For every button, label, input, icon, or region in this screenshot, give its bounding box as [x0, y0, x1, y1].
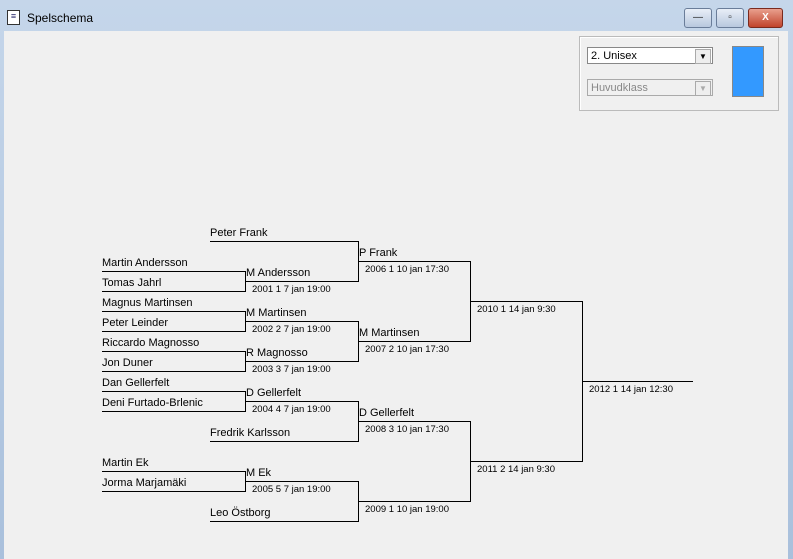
- bracket-line: [358, 501, 470, 502]
- color-swatch[interactable]: [732, 46, 764, 97]
- match-winner: D Gellerfelt: [359, 407, 415, 419]
- minimize-button[interactable]: —: [684, 8, 712, 28]
- bracket-line: [102, 271, 245, 272]
- player-name: Martin Ek: [102, 457, 149, 469]
- bracket-line: [102, 391, 245, 392]
- bracket-line: [210, 441, 358, 442]
- match-winner: M Martinsen: [359, 327, 420, 339]
- bracket-line: [102, 311, 245, 312]
- class-select-value: 2. Unisex: [591, 50, 637, 62]
- bracket-line: [102, 411, 245, 412]
- bracket-line: [245, 361, 358, 362]
- match-info: 2011 2 14 jan 9:30: [477, 464, 556, 475]
- filter-panel: [579, 36, 779, 111]
- subclass-select: Huvudklass ▼: [587, 79, 713, 96]
- player-name: Riccardo Magnosso: [102, 337, 200, 349]
- bracket-line: [102, 291, 245, 292]
- bracket-line: [470, 461, 582, 462]
- bracket-line: [102, 471, 245, 472]
- player-name: Magnus Martinsen: [102, 297, 193, 309]
- match-winner: M Martinsen: [246, 307, 307, 319]
- match-info: 2003 3 7 jan 19:00: [252, 364, 331, 375]
- close-button[interactable]: X: [748, 8, 783, 28]
- player-name: Jorma Marjamäki: [102, 477, 187, 489]
- player-name: Peter Leinder: [102, 317, 169, 329]
- bracket-line: [245, 401, 358, 402]
- match-info: 2008 3 10 jan 17:30: [365, 424, 449, 435]
- match-info: 2004 4 7 jan 19:00: [252, 404, 331, 415]
- class-select[interactable]: 2. Unisex ▼: [587, 47, 713, 64]
- bracket-line: [358, 421, 470, 422]
- bracket-line: [582, 381, 693, 382]
- match-info: 2006 1 10 jan 17:30: [365, 264, 449, 275]
- bracket-line: [245, 321, 358, 322]
- match-winner: M Andersson: [246, 267, 311, 279]
- bracket-line: [102, 351, 245, 352]
- match-info: 2010 1 14 jan 9:30: [477, 304, 556, 315]
- player-name: Martin Andersson: [102, 257, 188, 269]
- match-info: 2005 5 7 jan 19:00: [252, 484, 331, 495]
- bracket-line: [245, 281, 358, 282]
- player-name: Fredrik Karlsson: [210, 427, 291, 439]
- subclass-select-value: Huvudklass: [591, 82, 648, 94]
- title-bar: ≡ Spelschema — ▫ X: [0, 0, 793, 30]
- chevron-down-icon: ▼: [695, 81, 711, 96]
- player-name: Deni Furtado-Brlenic: [102, 397, 203, 409]
- bracket-line: [210, 241, 358, 242]
- bracket-line: [102, 491, 245, 492]
- bracket-line: [358, 341, 470, 342]
- bracket-line: [102, 371, 245, 372]
- bracket-line: [470, 301, 582, 302]
- maximize-button[interactable]: ▫: [716, 8, 744, 28]
- player-name: Jon Duner: [102, 357, 153, 369]
- player-name: Peter Frank: [210, 227, 268, 239]
- player-name: Leo Östborg: [210, 507, 271, 519]
- bracket-line: [358, 261, 470, 262]
- match-info: 2009 1 10 jan 19:00: [365, 504, 449, 515]
- document-icon: ≡: [7, 10, 20, 25]
- match-winner: R Magnosso: [246, 347, 308, 359]
- bracket-line: [102, 331, 245, 332]
- player-name: Dan Gellerfelt: [102, 377, 170, 389]
- match-winner: P Frank: [359, 247, 398, 259]
- match-info: 2001 1 7 jan 19:00: [252, 284, 331, 295]
- window-title: Spelschema: [27, 11, 94, 25]
- match-winner: M Ek: [246, 467, 272, 479]
- match-info: 2007 2 10 jan 17:30: [365, 344, 449, 355]
- match-info: 2012 1 14 jan 12:30: [589, 384, 673, 395]
- match-winner: D Gellerfelt: [246, 387, 302, 399]
- match-info: 2002 2 7 jan 19:00: [252, 324, 331, 335]
- bracket-line: [210, 521, 358, 522]
- player-name: Tomas Jahrl: [102, 277, 162, 289]
- bracket-line: [245, 481, 358, 482]
- chevron-down-icon[interactable]: ▼: [695, 49, 711, 64]
